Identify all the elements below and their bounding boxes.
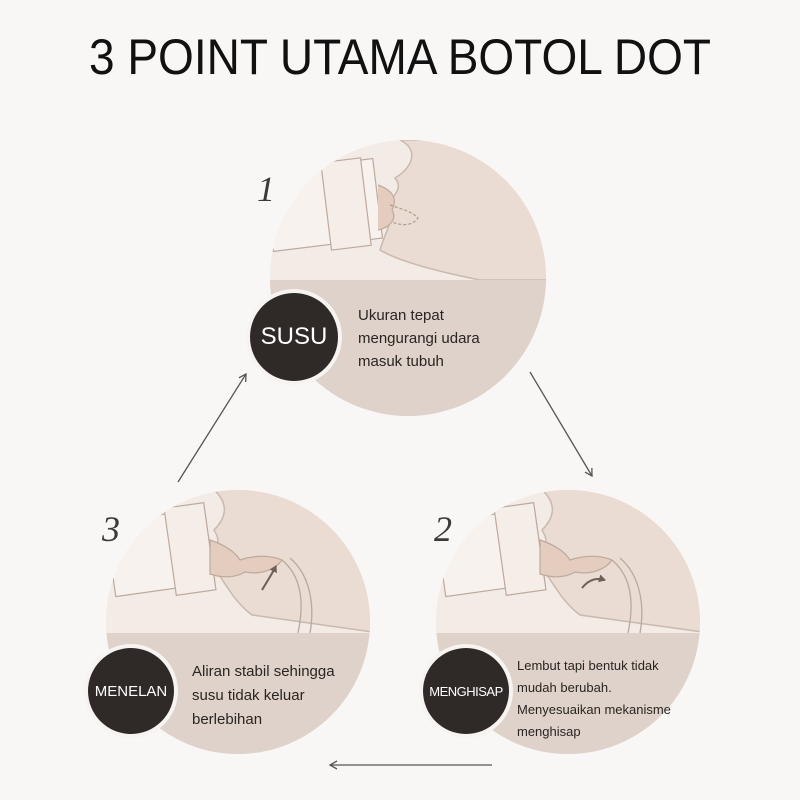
step-2-description: Lembut tapi bentuk tidak mudah berubah. … [517, 655, 671, 743]
step-1-badge: SUSU [250, 293, 338, 381]
step-3-number: 3 [102, 508, 120, 550]
step-1-description: Ukuran tepat mengurangi udara masuk tubu… [358, 304, 480, 373]
arrow-1-to-2 [530, 372, 592, 476]
arrow-3-to-1 [178, 374, 246, 482]
step-2-badge: MENGHISAP [423, 648, 509, 734]
step-1-number: 1 [257, 168, 275, 210]
step-3-badge: MENELAN [88, 648, 174, 734]
step-3-description: Aliran stabil sehingga susu tidak keluar… [192, 660, 335, 732]
step-2-number: 2 [434, 508, 452, 550]
